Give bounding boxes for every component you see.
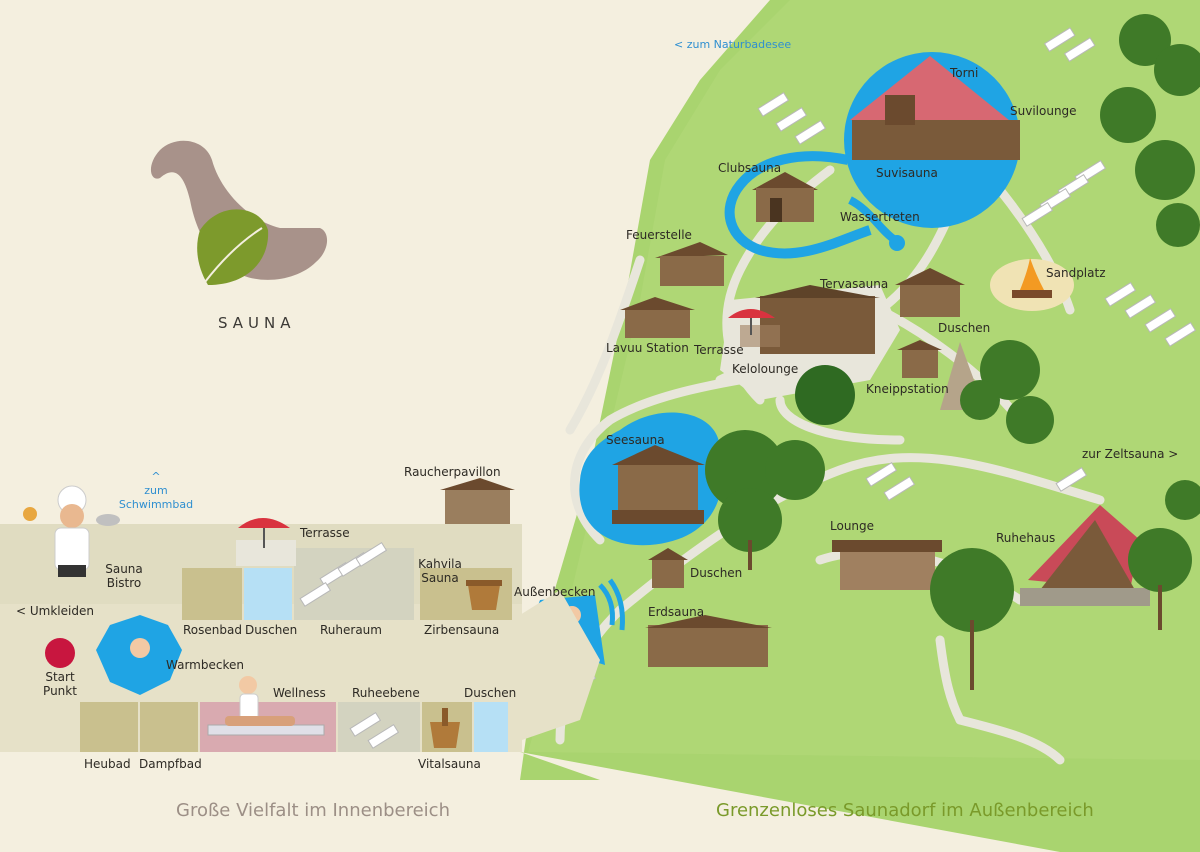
label-warmbecken[interactable]: Warmbecken — [166, 658, 244, 672]
trees — [705, 14, 1200, 632]
sun-loungers — [544, 27, 1197, 699]
label-zirbensauna[interactable]: Zirbensauna — [424, 623, 500, 637]
label-aussenbecken[interactable]: Außenbecken — [514, 585, 596, 599]
label-terrasse-outdoor[interactable]: Terrasse — [694, 343, 744, 357]
label-kahvila-line1: Kahvila — [418, 557, 462, 571]
duschen-room-1 — [244, 568, 292, 620]
wassertreten-channel — [724, 151, 872, 259]
label-kahvila-line2: Sauna — [421, 571, 459, 585]
label-ruhehaus[interactable]: Ruhehaus — [996, 531, 1056, 545]
direction-schwimmbad[interactable]: ^ zum Schwimmbad — [118, 470, 194, 512]
label-duschen-see[interactable]: Duschen — [690, 566, 743, 580]
label-dampfbad[interactable]: Dampfbad — [139, 757, 202, 771]
sauna-ladle-logo — [150, 140, 328, 285]
lavuu-building — [620, 297, 695, 338]
label-sauna-bistro-line1: Sauna — [105, 562, 143, 576]
label-kahvila-sauna[interactable]: Kahvila Sauna — [414, 557, 466, 585]
label-start-punkt[interactable]: Start Punkt — [38, 670, 82, 698]
massage-icon — [207, 676, 325, 736]
raucherpavillon-building — [440, 478, 515, 528]
label-raucherpavillon[interactable]: Raucherpavillon — [404, 465, 501, 479]
label-rosenbad[interactable]: Rosenbad — [183, 623, 242, 637]
direction-naturbadesee[interactable]: < zum Naturbadesee — [674, 38, 792, 51]
label-ruheebene[interactable]: Ruheebene — [352, 686, 420, 700]
terrasse-umbrella — [728, 309, 775, 335]
direction-umkleiden[interactable]: < Umkleiden — [16, 604, 94, 618]
duschen-room-2 — [474, 702, 508, 752]
label-feuerstelle[interactable]: Feuerstelle — [626, 228, 692, 242]
footer-indoor: Große Vielfalt im Innenbereich — [176, 800, 450, 821]
label-seesauna[interactable]: Seesauna — [606, 433, 665, 447]
duschen-see-building — [648, 548, 688, 588]
label-lavuu-station[interactable]: Lavuu Station — [606, 341, 689, 355]
lounge-building — [832, 540, 942, 590]
label-sauna-bistro[interactable]: Sauna Bistro — [98, 562, 150, 590]
torni-building — [850, 56, 1020, 160]
label-sauna-bistro-line2: Bistro — [106, 576, 142, 590]
label-kelolounge[interactable]: Kelolounge — [732, 362, 799, 376]
label-ruheraum[interactable]: Ruheraum — [320, 623, 382, 637]
label-terrasse-indoor[interactable]: Terrasse — [300, 526, 350, 540]
label-duschen-indoor-2[interactable]: Duschen — [464, 686, 517, 700]
rosenbad-room — [182, 568, 242, 620]
label-vitalsauna[interactable]: Vitalsauna — [418, 757, 481, 771]
feuerstelle-building — [655, 242, 728, 286]
bucket-icon — [466, 580, 502, 610]
label-heubad[interactable]: Heubad — [84, 757, 131, 771]
direction-zeltsauna[interactable]: zur Zeltsauna > — [1082, 447, 1179, 461]
dampfbad-room — [140, 702, 198, 752]
terrasse-indoor-umbrella — [236, 518, 296, 566]
swimmer-warmbecken-icon — [130, 638, 150, 658]
label-start-line1: Start — [45, 670, 75, 684]
erdsauna-building — [645, 615, 772, 667]
ruhehaus-building — [1020, 505, 1150, 606]
logo-text: SAUNA — [218, 314, 296, 332]
label-suvilounge[interactable]: Suvilounge — [1010, 104, 1077, 118]
label-lounge[interactable]: Lounge — [830, 519, 875, 533]
label-erdsauna[interactable]: Erdsauna — [648, 605, 705, 619]
label-suvisauna[interactable]: Suvisauna — [876, 166, 938, 180]
label-start-line2: Punkt — [43, 684, 77, 698]
label-torni[interactable]: Torni — [950, 66, 979, 80]
label-duschen-indoor-1[interactable]: Duschen — [245, 623, 298, 637]
campfire-icon — [1012, 258, 1052, 298]
start-point-marker — [45, 638, 75, 668]
heubad-room — [80, 702, 138, 752]
label-wassertreten[interactable]: Wassertreten — [840, 210, 920, 224]
schwimmbad-line2: Schwimmbad — [118, 498, 194, 511]
indoor-area — [0, 524, 600, 752]
schwimmbad-line1: zum — [144, 484, 168, 497]
ladle-icon — [430, 708, 460, 748]
duschen-top-building — [895, 268, 965, 317]
label-duschen-top[interactable]: Duschen — [938, 321, 991, 335]
tervasauna-building — [740, 285, 880, 354]
label-sandplatz[interactable]: Sandplatz — [1046, 266, 1106, 280]
label-wellness[interactable]: Wellness — [273, 686, 326, 700]
chef-icon — [23, 485, 120, 577]
label-clubsauna[interactable]: Clubsauna — [718, 161, 782, 175]
label-kneippstation[interactable]: Kneippstation — [866, 382, 949, 396]
label-tervasauna[interactable]: Tervasauna — [820, 277, 889, 291]
clubsauna-building — [752, 172, 818, 222]
seesauna-building — [612, 445, 705, 524]
footer-outdoor: Grenzenloses Saunadorf im Außenbereich — [716, 800, 1094, 821]
schwimmbad-arrow: ^ — [151, 470, 161, 483]
